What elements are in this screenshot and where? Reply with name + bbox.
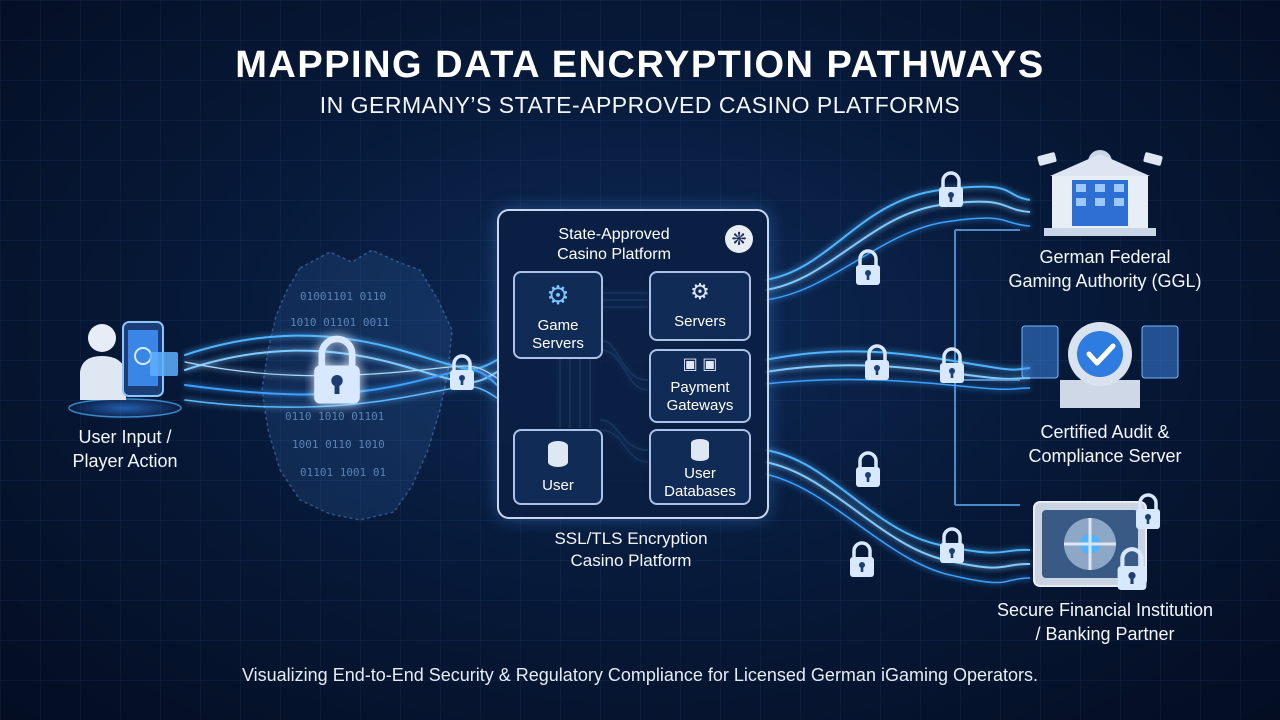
- lock-icon: [848, 541, 876, 579]
- user-databases-module: User Databases: [649, 429, 751, 505]
- government-building-icon: [1037, 150, 1163, 236]
- platform-title-line2: Casino Platform: [557, 246, 671, 263]
- user-module-label: User: [542, 477, 574, 494]
- authority-line2: Gaming Authority (GGL): [1008, 271, 1202, 291]
- user-input-label: User Input / Player Action: [40, 425, 210, 473]
- bank-line2: / Banking Partner: [1035, 624, 1175, 644]
- game-servers-line2: Servers: [532, 335, 584, 352]
- binary-stream: 01001101 0110 1010 01101 0011 0110 1010 …: [285, 290, 389, 479]
- platform-to-authority-flow: [764, 185, 1031, 301]
- server-lock-icon: ⚙: [690, 279, 710, 304]
- platform-caption: SSL/TLS Encryption Casino Platform: [497, 528, 765, 572]
- binary-row: 1001 0110 1010: [292, 438, 385, 451]
- database-icon: [691, 439, 709, 461]
- lock-icon: [938, 527, 966, 565]
- footer-caption: Visualizing End-to-End Security & Regula…: [241, 665, 1039, 685]
- binary-row: 01001101 0110: [300, 290, 386, 303]
- page-subtitle: IN GERMANY’S STATE-APPROVED CASINO PLATF…: [319, 92, 961, 118]
- servers-module: ⚙ Servers: [649, 271, 751, 341]
- database-icon: [548, 441, 568, 467]
- payment-gateways-module: ▣ ▣ Payment Gateways: [649, 349, 751, 423]
- binary-row: 1010 01101 0011: [290, 316, 389, 329]
- eagle-emblem-icon: ❋: [725, 225, 753, 253]
- lock-icon: [937, 171, 965, 209]
- platform-title: State-Approved Casino Platform: [499, 225, 729, 265]
- game-servers-module: ⚙ Game Servers: [513, 271, 603, 359]
- lock-icon: [448, 354, 476, 392]
- binary-row: 0110 1010 01101: [285, 410, 384, 423]
- platform-to-audit-flow: [764, 350, 1031, 391]
- audit-line1: Certified Audit &: [1040, 422, 1170, 442]
- lock-icon: [854, 249, 882, 287]
- binary-row: 01101 1001 01: [300, 466, 386, 479]
- platform-to-bank-flow: [764, 449, 1031, 584]
- security-camera-icon: [1037, 152, 1057, 166]
- audit-line2: Compliance Server: [1028, 446, 1182, 466]
- platform-caption-line1: SSL/TLS Encryption: [554, 529, 708, 548]
- casino-platform-panel: State-Approved Casino Platform ❋ ⚙ Game …: [497, 209, 769, 519]
- lock-icon: [1134, 493, 1162, 531]
- authority-line1: German Federal: [1039, 247, 1171, 267]
- bank-vault-icon: [1033, 501, 1147, 587]
- gear-icon: ⚙: [546, 280, 570, 310]
- user-label-line1: User Input /: [78, 427, 172, 447]
- bank-label: Secure Financial Institution / Banking P…: [970, 598, 1240, 646]
- bank-line1: Secure Financial Institution: [996, 600, 1214, 620]
- payment-line2: Gateways: [666, 397, 734, 414]
- payment-lock-icon: ▣ ▣: [682, 356, 718, 373]
- user-label-line2: Player Action: [72, 451, 178, 471]
- user-db-line2: Databases: [664, 483, 736, 500]
- lock-icon: [938, 347, 966, 385]
- platform-title-line1: State-Approved: [558, 226, 670, 243]
- user-module: User: [513, 429, 603, 505]
- audit-label: Certified Audit & Compliance Server: [990, 420, 1220, 468]
- authority-label: German Federal Gaming Authority (GGL): [990, 245, 1220, 293]
- security-camera-icon: [1143, 152, 1163, 166]
- platform-caption-line2: Casino Platform: [570, 551, 692, 570]
- page-title: MAPPING DATA ENCRYPTION PATHWAYS: [235, 44, 1045, 86]
- servers-label: Servers: [674, 313, 726, 330]
- game-servers-line1: Game: [537, 317, 579, 334]
- lock-icon: [854, 451, 882, 489]
- audit-shield-icon: [1021, 322, 1179, 408]
- payment-line1: Payment: [670, 379, 730, 396]
- user-smartphone-icon: [65, 321, 185, 420]
- user-db-line1: User: [684, 465, 716, 482]
